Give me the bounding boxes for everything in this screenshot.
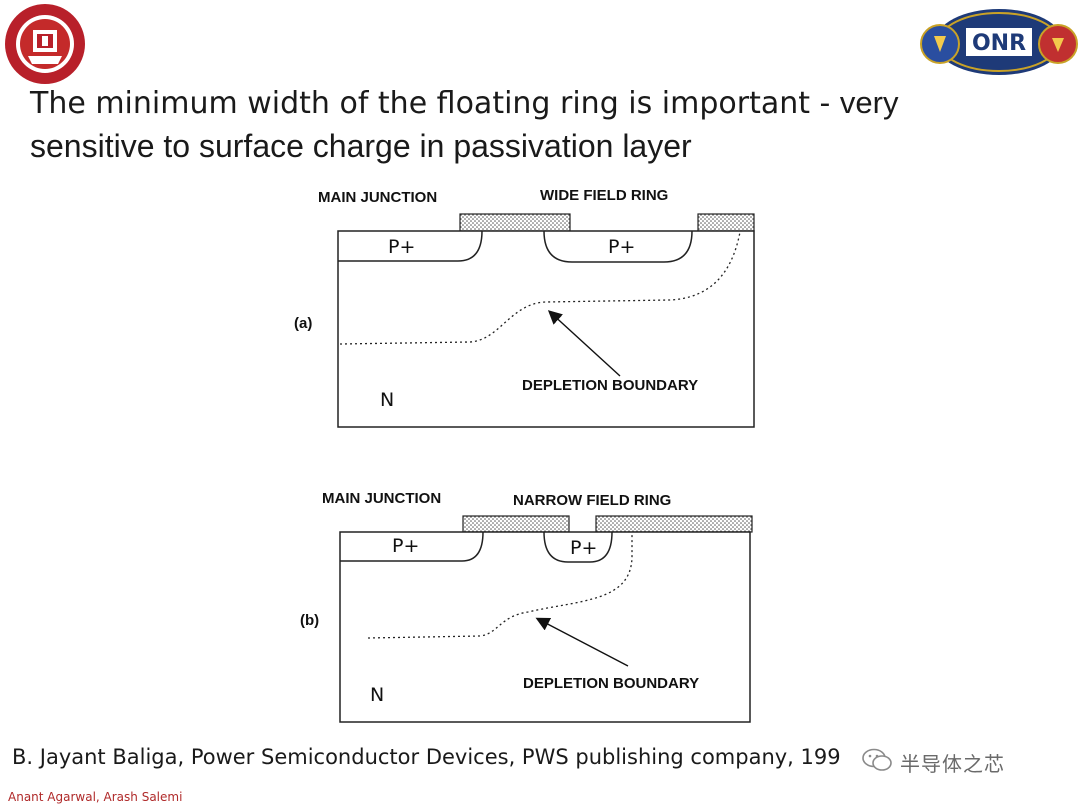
field-ring-diagram: MAIN JUNCTION WIDE FIELD RING P+ P+ N DE… — [260, 170, 820, 730]
onr-logo: ONR — [918, 6, 1080, 78]
panel-a-ring-p-region — [543, 230, 693, 263]
title-line-2: sensitive to surface charge in passivati… — [30, 128, 692, 164]
panel-a-n-label: N — [380, 389, 394, 411]
panel-b-depletion-label: DEPLETION BOUNDARY — [523, 675, 699, 692]
panel-a-main-junction-label: MAIN JUNCTION — [318, 189, 437, 206]
panel-b-label: (b) — [300, 612, 319, 629]
wechat-icon — [862, 748, 892, 776]
title-line-1: The minimum width of the floating ring i… — [30, 86, 840, 121]
title-line-1-tail: very — [839, 85, 899, 120]
panel-b-depletion-boundary — [367, 534, 633, 639]
svg-text:ONR: ONR — [972, 31, 1026, 56]
panel-b: MAIN JUNCTION NARROW FIELD RING P+ P+ N … — [300, 490, 753, 723]
panel-b-metal-contact-left — [462, 515, 570, 533]
panel-b-n-label: N — [370, 684, 384, 706]
panel-b-main-junction-label: MAIN JUNCTION — [322, 490, 441, 507]
panel-a-metal-contact-left — [459, 213, 571, 232]
panel-a-field-ring-label: WIDE FIELD RING — [540, 187, 668, 204]
watermark: 半导体之芯 — [862, 748, 1005, 776]
panel-a-p-left: P+ — [388, 236, 415, 258]
authors-footer: Anant Agarwal, Arash Salemi — [8, 790, 183, 804]
slide-title: The minimum width of the floating ring i… — [30, 82, 930, 167]
panel-a-main-junction-p-region — [338, 230, 483, 262]
panel-b-field-ring-label: NARROW FIELD RING — [513, 492, 671, 509]
panel-a-depletion-boundary — [339, 231, 741, 345]
panel-b-metal-contact-right — [595, 515, 753, 533]
ohio-state-seal-logo — [2, 2, 88, 86]
panel-b-p-right: P+ — [570, 537, 597, 559]
panel-a-label: (a) — [294, 315, 312, 332]
panel-b-boundary-arrow — [535, 617, 629, 667]
panel-a: MAIN JUNCTION WIDE FIELD RING P+ P+ N DE… — [294, 187, 755, 428]
panel-a-substrate — [337, 230, 755, 428]
panel-a-boundary-arrow — [547, 310, 621, 377]
panel-b-main-junction-p-region — [340, 531, 484, 562]
panel-a-p-right: P+ — [608, 236, 635, 258]
panel-b-ring-p-region — [543, 531, 613, 563]
panel-a-depletion-label: DEPLETION BOUNDARY — [522, 377, 698, 394]
panel-a-metal-contact-right — [697, 213, 755, 232]
citation-text: B. Jayant Baliga, Power Semiconductor De… — [12, 745, 841, 769]
panel-b-p-left: P+ — [392, 535, 419, 557]
watermark-text: 半导体之芯 — [900, 751, 1005, 776]
